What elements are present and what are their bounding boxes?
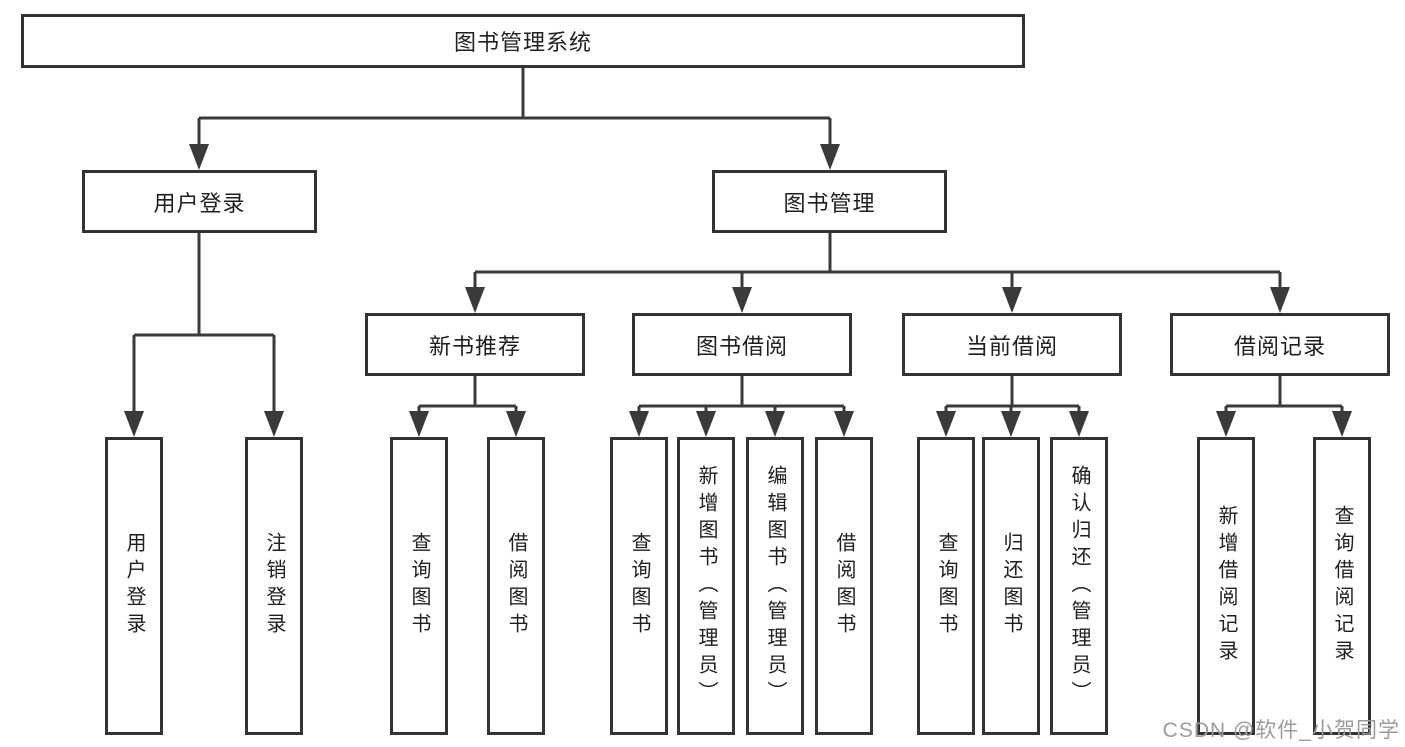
node-current-borrowing: 当前借阅 xyxy=(902,313,1122,376)
node-book-borrowing: 图书借阅 xyxy=(632,313,852,376)
leaf-label: 查询图书 xyxy=(935,532,957,640)
leaf-label: 编辑图书（管理员） xyxy=(764,464,786,708)
node-label: 用户登录 xyxy=(153,190,246,216)
leaf-edit-book-admin: 编辑图书（管理员） xyxy=(746,437,804,735)
node-user-login: 用户登录 xyxy=(82,170,317,233)
arrow-icon xyxy=(1069,411,1089,437)
leaf-label: 借阅图书 xyxy=(505,532,527,640)
node-label: 图书借阅 xyxy=(695,333,788,359)
node-label: 图书管理系统 xyxy=(453,30,592,55)
leaf-borrow-books-recommend: 借阅图书 xyxy=(487,437,545,735)
leaf-add-book-admin: 新增图书（管理员） xyxy=(677,437,735,735)
leaf-label: 注销登录 xyxy=(263,532,285,640)
leaf-confirm-return-admin: 确认归还（管理员） xyxy=(1050,437,1108,735)
leaf-label: 新增图书（管理员） xyxy=(695,464,717,708)
arrow-icon xyxy=(1270,287,1290,313)
leaf-return-book: 归还图书 xyxy=(982,437,1040,735)
node-new-book-recommend: 新书推荐 xyxy=(365,313,585,376)
node-book-management: 图书管理 xyxy=(712,170,947,233)
leaf-add-borrow-record: 新增借阅记录 xyxy=(1197,437,1255,735)
leaf-query-books-recommend: 查询图书 xyxy=(390,437,448,735)
arrow-icon xyxy=(1001,411,1021,437)
node-label: 新书推荐 xyxy=(428,333,521,359)
csdn-watermark: CSDN @软件_小贺同学 xyxy=(1162,719,1400,742)
leaf-label: 查询图书 xyxy=(628,532,650,640)
node-borrowing-records: 借阅记录 xyxy=(1170,313,1390,376)
arrow-icon xyxy=(936,411,956,437)
arrow-icon xyxy=(1216,411,1236,437)
leaf-label: 归还图书 xyxy=(1000,532,1022,640)
node-label: 当前借阅 xyxy=(965,333,1058,359)
leaf-label: 查询借阅记录 xyxy=(1331,505,1353,667)
arrow-icon xyxy=(1332,411,1352,437)
arrow-icon xyxy=(820,144,840,170)
arrowheads xyxy=(124,144,1352,437)
node-library-management-system: 图书管理系统 xyxy=(21,14,1025,68)
arrow-icon xyxy=(189,144,209,170)
leaf-query-books-current: 查询图书 xyxy=(917,437,975,735)
leaf-label: 用户登录 xyxy=(123,532,145,640)
leaf-label: 新增借阅记录 xyxy=(1215,505,1237,667)
arrow-icon xyxy=(506,411,526,437)
leaf-query-books-borrowing: 查询图书 xyxy=(610,437,668,735)
arrow-icon xyxy=(629,411,649,437)
arrow-icon xyxy=(765,411,785,437)
arrow-icon xyxy=(264,411,284,437)
leaf-user-login: 用户登录 xyxy=(105,437,163,735)
leaf-label: 确认归还（管理员） xyxy=(1068,464,1090,708)
arrow-icon xyxy=(124,411,144,437)
arrow-icon xyxy=(1002,287,1022,313)
leaf-label: 查询图书 xyxy=(408,532,430,640)
arrow-icon xyxy=(834,411,854,437)
leaf-borrow-books: 借阅图书 xyxy=(815,437,873,735)
leaf-label: 借阅图书 xyxy=(833,532,855,640)
leaf-logout: 注销登录 xyxy=(245,437,303,735)
arrow-icon xyxy=(732,287,752,313)
node-label: 借阅记录 xyxy=(1233,333,1326,359)
node-label: 图书管理 xyxy=(783,190,876,216)
arrow-icon xyxy=(465,287,485,313)
arrow-icon xyxy=(696,411,716,437)
leaf-query-borrow-record: 查询借阅记录 xyxy=(1313,437,1371,735)
arrow-icon xyxy=(409,411,429,437)
